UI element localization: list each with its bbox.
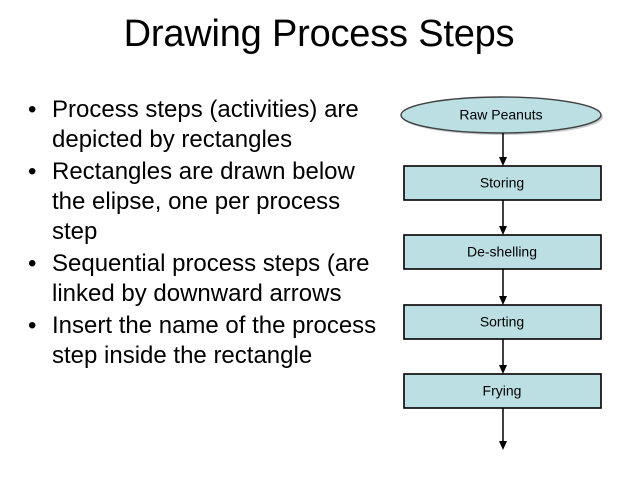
connector-arrow bbox=[499, 133, 507, 166]
rect-shape bbox=[403, 373, 602, 409]
connector-arrow-open-end bbox=[499, 408, 507, 450]
list-item-text: Sequential process steps (are linked by … bbox=[52, 250, 370, 307]
bullet-marker-icon: • bbox=[28, 250, 37, 277]
flow-node-frying[interactable]: Frying bbox=[403, 373, 602, 409]
bullet-list: • Process steps (activities) are depicte… bbox=[16, 95, 388, 373]
bullet-marker-icon: • bbox=[28, 312, 37, 339]
flow-node-sorting[interactable]: Sorting bbox=[403, 304, 602, 340]
list-item-text: Process steps (activities) are depicted … bbox=[52, 96, 359, 153]
flowchart-svg: Raw Peanuts Storing De-shelling bbox=[400, 96, 603, 450]
bullet-marker-icon: • bbox=[28, 158, 37, 185]
rect-shape bbox=[403, 234, 602, 270]
flow-node-label: Frying bbox=[483, 383, 522, 399]
page-title: Drawing Process Steps bbox=[123, 13, 515, 55]
flow-node-label: Raw Peanuts bbox=[459, 107, 542, 123]
list-item: • Insert the name of the process step in… bbox=[16, 311, 388, 371]
process-flowchart: Raw Peanuts Storing De-shelling bbox=[395, 85, 638, 465]
bullet-marker-icon: • bbox=[28, 96, 37, 123]
flow-node-storing[interactable]: Storing bbox=[403, 165, 602, 201]
list-item-text: Rectangles are drawn below the elipse, o… bbox=[52, 158, 355, 245]
connector-arrow bbox=[499, 339, 507, 374]
list-item: • Sequential process steps (are linked b… bbox=[16, 249, 388, 309]
rect-shape bbox=[403, 304, 602, 340]
list-item: • Process steps (activities) are depicte… bbox=[16, 95, 388, 155]
list-item-text: Insert the name of the process step insi… bbox=[52, 312, 377, 369]
list-item: • Rectangles are drawn below the elipse,… bbox=[16, 157, 388, 247]
flow-node-label: Storing bbox=[480, 175, 524, 191]
flow-node-raw-peanuts[interactable]: Raw Peanuts bbox=[400, 96, 603, 135]
flow-node-de-shelling[interactable]: De-shelling bbox=[403, 234, 602, 270]
ellipse-shape bbox=[400, 96, 602, 134]
connector-arrow bbox=[499, 269, 507, 305]
connector-arrow bbox=[499, 200, 507, 235]
flow-node-label: De-shelling bbox=[467, 244, 537, 260]
flow-node-label: Sorting bbox=[480, 314, 524, 330]
